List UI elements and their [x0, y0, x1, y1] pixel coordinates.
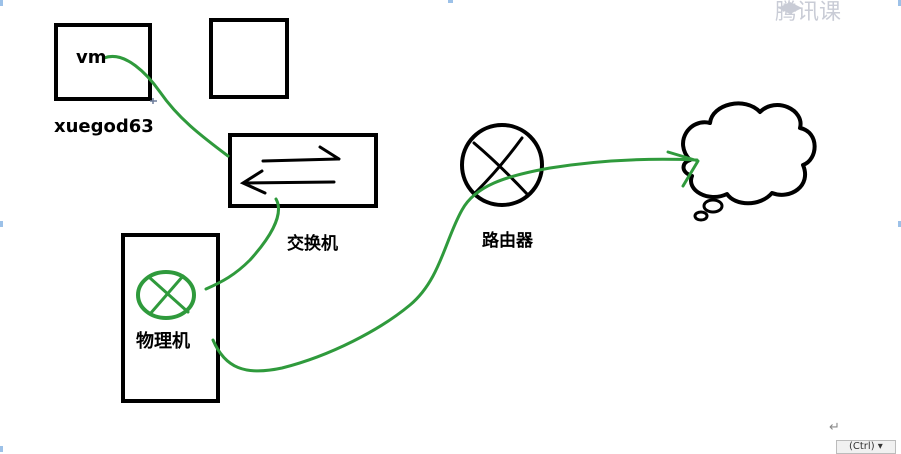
- router-cross: [472, 136, 530, 197]
- router-label: 路由器: [482, 231, 533, 251]
- switch-arrow-right: [261, 145, 341, 163]
- frame-mark: [0, 0, 3, 6]
- tencent-classroom-logo: [778, 2, 802, 14]
- cable-physical-to-cloud: [211, 150, 700, 373]
- router-symbol: [460, 123, 544, 207]
- physical-machine-box: [121, 233, 220, 403]
- cloud-bubble-small: [693, 210, 709, 222]
- host-label: xuegod63: [54, 116, 154, 137]
- frame-mark: [898, 221, 901, 227]
- vm-box-empty: [209, 18, 289, 99]
- switch-arrow-left: [239, 169, 336, 195]
- internet-cloud: [681, 101, 817, 206]
- physical-nic-circle: [136, 270, 196, 320]
- switch-label: 交换机: [287, 234, 338, 254]
- frame-mark: [0, 221, 3, 227]
- frame-mark: [0, 446, 3, 452]
- physical-nic-cross: [148, 274, 190, 316]
- cable-vm-to-switch: [102, 55, 230, 158]
- frame-mark: [448, 0, 453, 3]
- frame-mark: [898, 0, 901, 6]
- cloud-bubble-large: [702, 198, 724, 214]
- vm-label: vm: [76, 47, 107, 68]
- watermark-text: 腾讯课: [775, 0, 842, 25]
- return-mark-icon: ↵: [829, 420, 840, 435]
- cable-switch-to-physical: [204, 197, 280, 291]
- vm-box: [54, 23, 152, 101]
- physical-machine-label: 物理机: [136, 331, 190, 352]
- switch-box: [228, 133, 378, 208]
- cursor-mark: [150, 98, 157, 104]
